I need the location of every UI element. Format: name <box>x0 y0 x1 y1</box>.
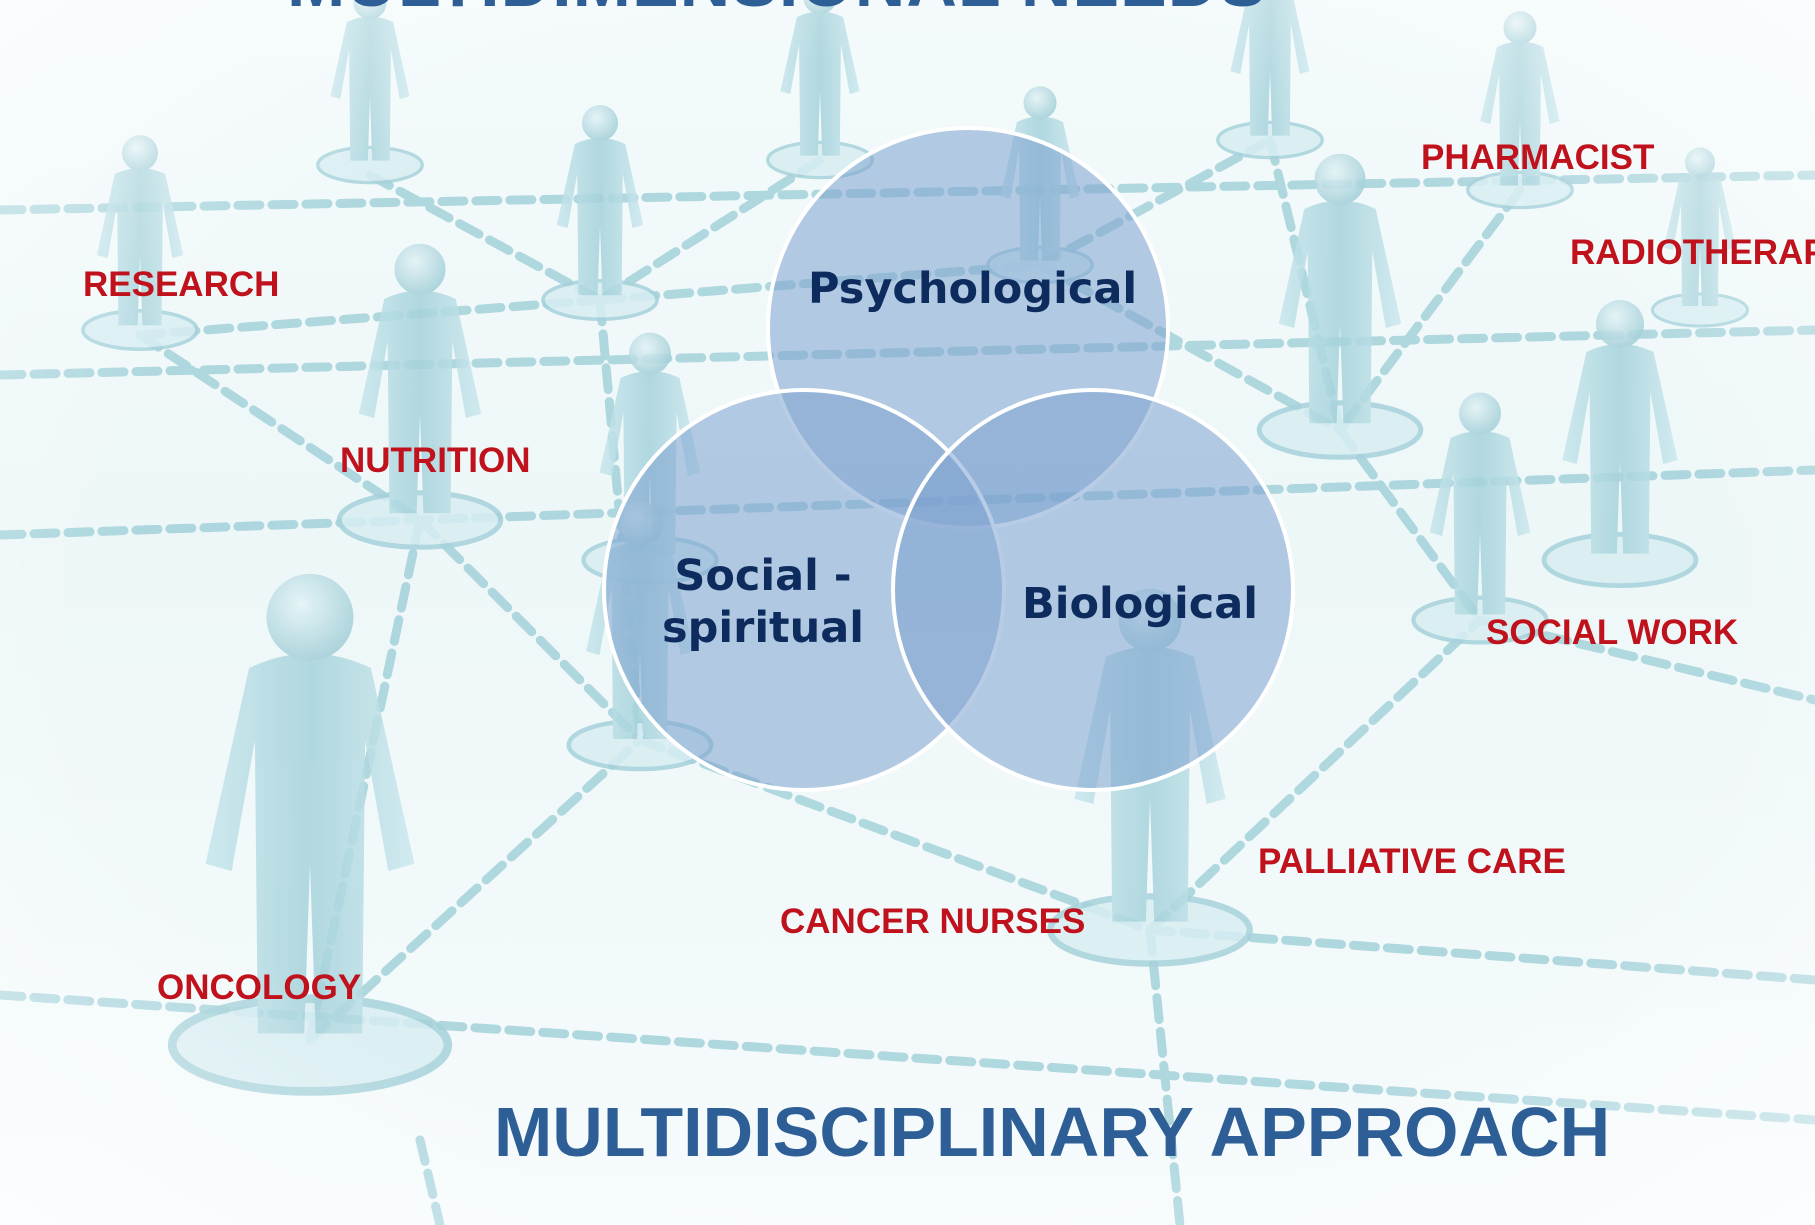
person-head <box>266 573 354 661</box>
person-figure <box>541 105 659 321</box>
person-head <box>629 332 671 375</box>
person-body <box>1278 200 1402 424</box>
platform-disc <box>167 994 453 1096</box>
discipline-radiotherapy: RADIOTHERAPY <box>1570 233 1815 272</box>
platform-disc <box>1216 120 1324 160</box>
person-head <box>1459 392 1501 435</box>
platform-disc <box>316 145 424 185</box>
platform-disc <box>541 278 659 321</box>
need-label-social-spiritual: Social - spiritual <box>643 550 883 654</box>
person-head <box>1503 11 1537 45</box>
person-head <box>1596 300 1644 348</box>
discipline-palliative-care: PALLIATIVE CARE <box>1258 842 1566 881</box>
need-label-biological: Biological <box>1021 579 1259 629</box>
platform-disc <box>1651 292 1749 328</box>
person-figure <box>167 573 453 1096</box>
biological-circle <box>891 388 1295 792</box>
need-label-social-line1: Social - <box>674 551 852 601</box>
person-figure <box>1466 11 1574 210</box>
person-figure <box>1256 153 1424 460</box>
discipline-pharmacist: PHARMACIST <box>1421 138 1655 177</box>
person-head <box>1023 86 1057 120</box>
person-figure <box>1216 0 1324 160</box>
discipline-nutrition: NUTRITION <box>340 441 531 480</box>
person-figure <box>316 0 424 185</box>
person-figure <box>1411 392 1549 645</box>
person-body <box>1562 344 1678 554</box>
slide-title-top: MULTIDIMENSIONAL NEEDS <box>287 0 1267 22</box>
platform-disc <box>1541 532 1699 589</box>
person-head <box>582 105 618 141</box>
platform-disc <box>81 308 199 351</box>
need-label-psychological: Psychological <box>808 264 1138 314</box>
needs-venn-diagram <box>602 126 1295 792</box>
person-body <box>556 138 644 296</box>
person-figure <box>81 135 199 351</box>
slide-title-bottom: MULTIDISCIPLINARY APPROACH <box>494 1093 1611 1171</box>
person-figure <box>766 0 874 180</box>
person-head <box>394 243 446 295</box>
discipline-oncology: ONCOLOGY <box>157 968 362 1007</box>
person-figure <box>336 243 504 550</box>
person-body <box>330 16 410 161</box>
person-head <box>1685 147 1715 178</box>
person-figure <box>1541 300 1699 589</box>
platform-disc <box>1256 400 1424 460</box>
platform-disc <box>336 490 504 550</box>
person-body <box>1429 431 1531 615</box>
person-head <box>1314 153 1366 205</box>
discipline-cancer-nurses: CANCER NURSES <box>780 902 1086 941</box>
person-head <box>122 135 158 171</box>
need-label-social-line2: spiritual <box>662 603 864 653</box>
discipline-research: RESEARCH <box>83 265 280 304</box>
person-body <box>780 11 860 156</box>
discipline-social-work: SOCIAL WORK <box>1486 613 1739 652</box>
